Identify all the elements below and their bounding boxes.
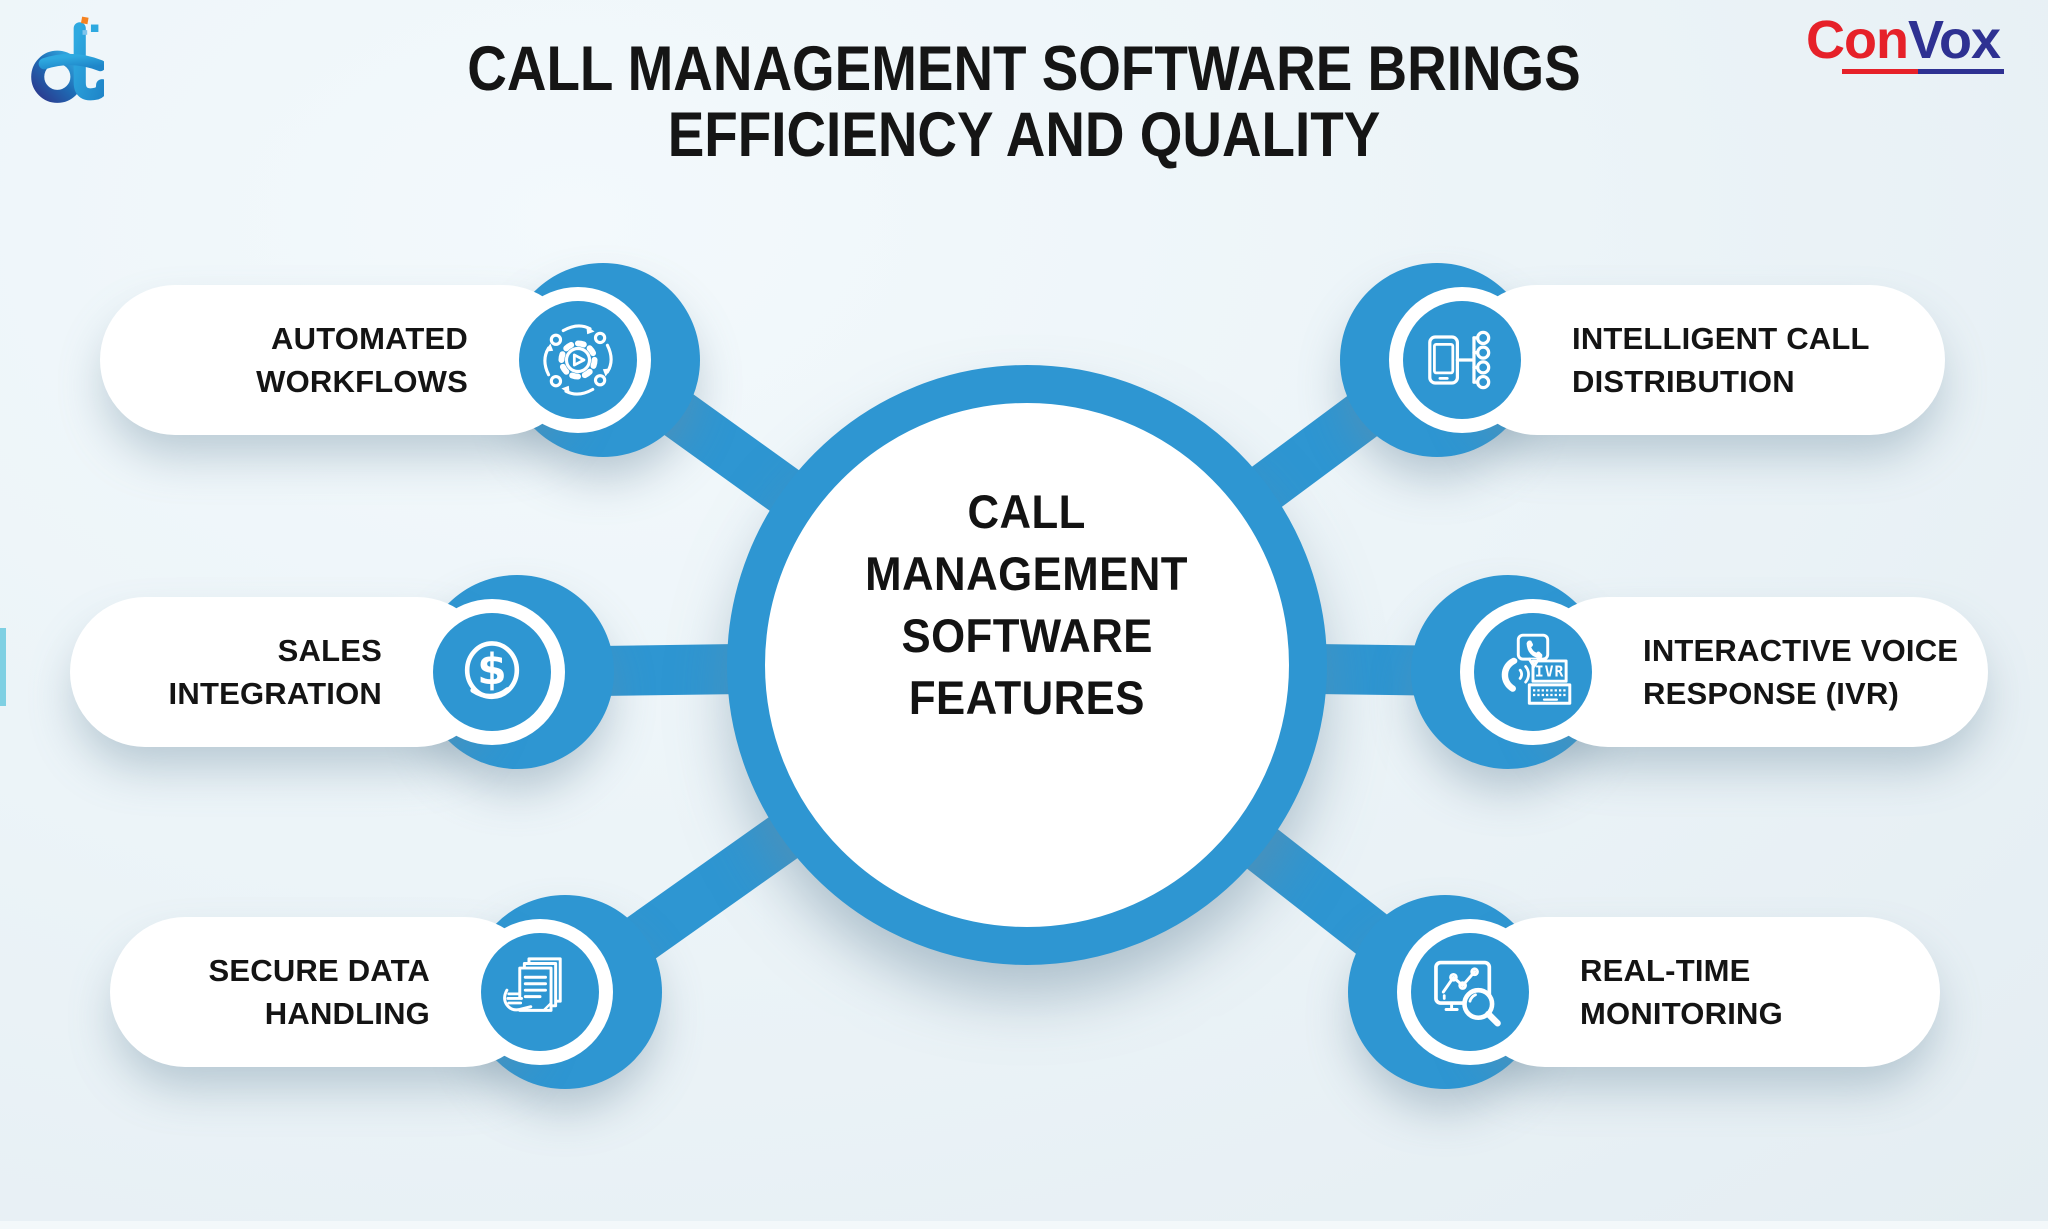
svg-text:$: $ bbox=[477, 645, 506, 694]
convox-logo-blue-part: Vox bbox=[1907, 10, 2001, 70]
hand-documents-icon bbox=[503, 957, 562, 1012]
phone-distribution-icon bbox=[1428, 330, 1491, 390]
bottom-strip bbox=[0, 1221, 2048, 1229]
sales-integration-disc: $ bbox=[433, 613, 551, 731]
hub-circle: CALL MANAGEMENT SOFTWARE FEATURES bbox=[727, 365, 1327, 965]
intelligent-call-distribution-pill: INTELLIGENT CALL DISTRIBUTION bbox=[1462, 285, 1945, 435]
interactive-voice-response-disc: IVR bbox=[1474, 613, 1592, 731]
convox-logo: ConVox bbox=[1806, 12, 2006, 74]
real-time-monitoring-label: REAL-TIME MONITORING bbox=[1580, 953, 1783, 1031]
intelligent-call-distribution-label: INTELLIGENT CALL DISTRIBUTION bbox=[1572, 321, 1870, 399]
page-title-line2: EFFICIENCY AND QUALITY bbox=[667, 100, 1381, 170]
ivr-machine-icon: IVR bbox=[1501, 633, 1572, 705]
left-edge-accent bbox=[0, 628, 6, 706]
dt-logo-icon bbox=[20, 12, 109, 113]
convox-logo-red-part: Con bbox=[1806, 10, 1909, 70]
page-title: CALL MANAGEMENT SOFTWARE BRINGS EFFICIEN… bbox=[133, 36, 1915, 168]
automated-workflows-label: AUTOMATED WORKFLOWS bbox=[256, 321, 468, 399]
hub-title-line4: FEATURES bbox=[908, 671, 1146, 724]
workflow-cycle-gear-icon bbox=[543, 324, 613, 396]
page-title-line1: CALL MANAGEMENT SOFTWARE BRINGS bbox=[467, 34, 1581, 104]
convox-underline bbox=[1842, 69, 2004, 74]
automated-workflows-pill: AUTOMATED WORKFLOWS bbox=[100, 285, 578, 435]
intelligent-call-distribution-disc bbox=[1403, 301, 1521, 419]
hub-title-line2: MANAGEMENT bbox=[865, 547, 1189, 600]
sales-integration-label: SALES INTEGRATION bbox=[168, 633, 382, 711]
interactive-voice-response-pill: INTERACTIVE VOICE RESPONSE (IVR) bbox=[1533, 597, 1988, 747]
secure-data-handling-disc bbox=[481, 933, 599, 1051]
hub-title-line3: SOFTWARE bbox=[901, 609, 1153, 662]
dollar-circle-icon: $ bbox=[464, 641, 520, 700]
secure-data-handling-label: SECURE DATA HANDLING bbox=[208, 953, 430, 1031]
svg-text:IVR: IVR bbox=[1535, 664, 1564, 681]
automated-workflows-disc bbox=[519, 301, 637, 419]
real-time-monitoring-disc bbox=[1411, 933, 1529, 1051]
interactive-voice-response-label: INTERACTIVE VOICE RESPONSE (IVR) bbox=[1643, 633, 1959, 711]
monitor-magnifier-icon bbox=[1434, 960, 1501, 1027]
real-time-monitoring-pill: REAL-TIME MONITORING bbox=[1470, 917, 1940, 1067]
hub-title-line1: CALL bbox=[967, 485, 1087, 538]
